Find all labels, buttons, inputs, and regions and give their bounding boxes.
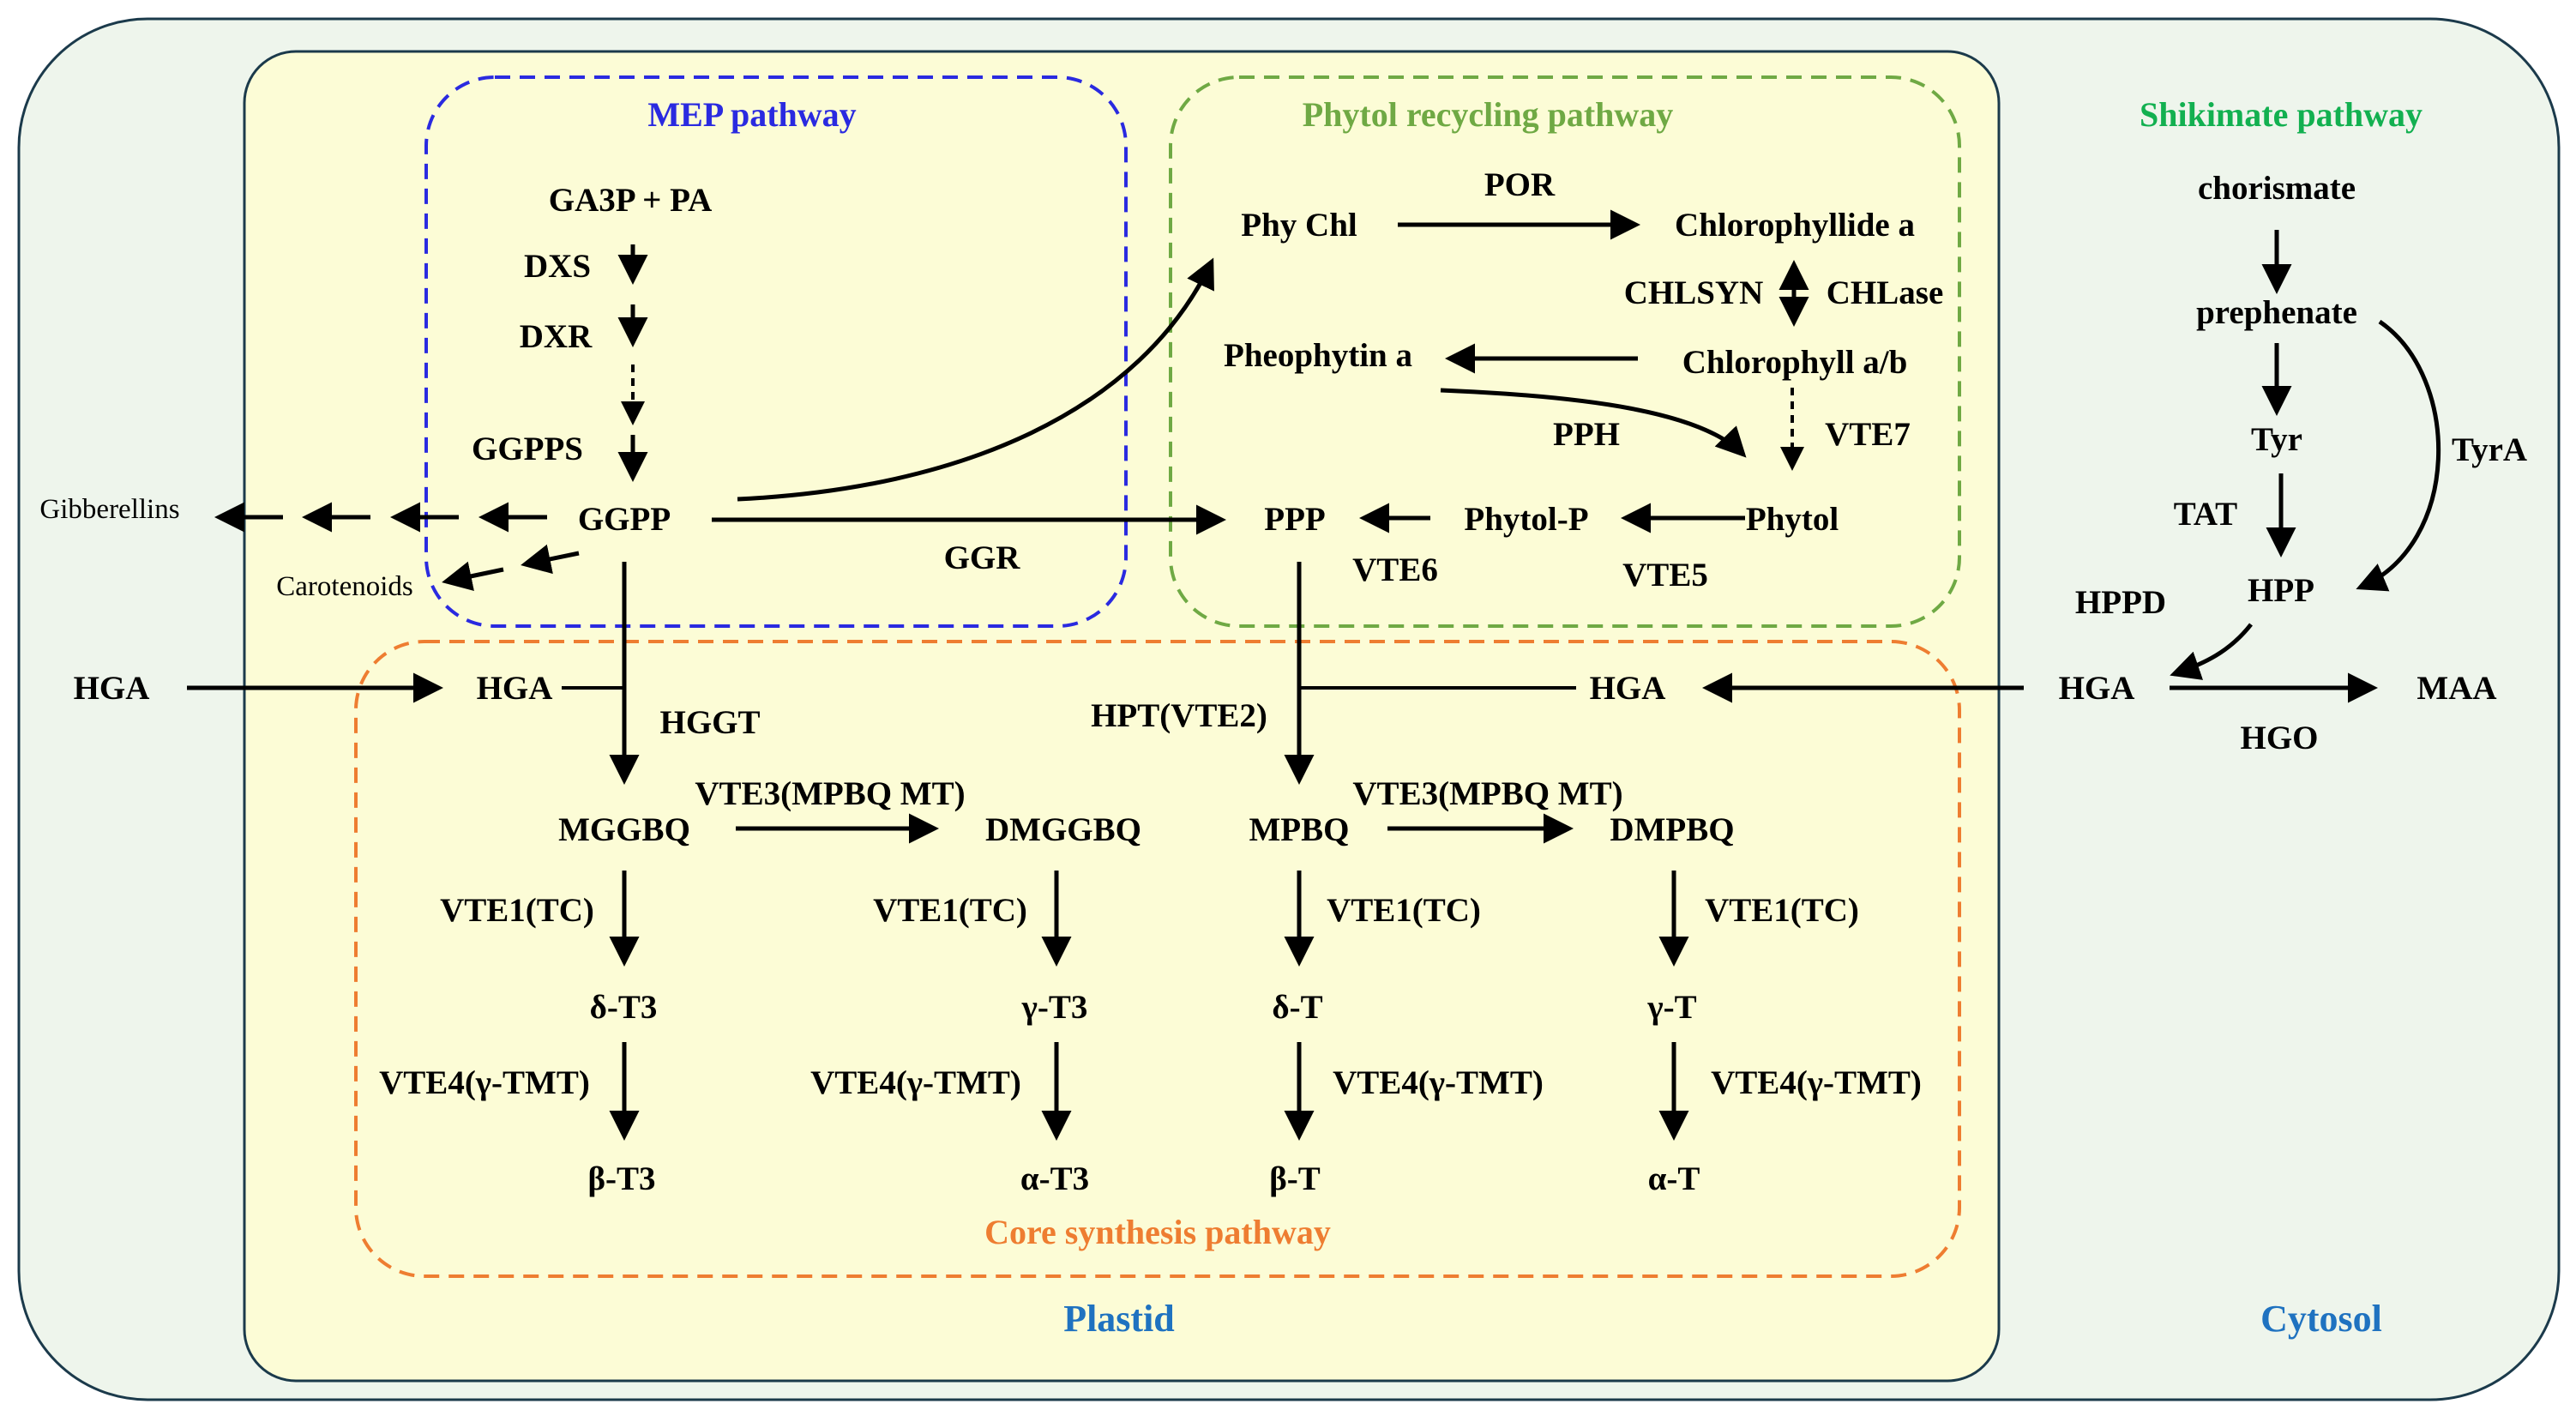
arrow-pheo-phytol xyxy=(1440,388,1747,458)
enzyme-vte6: VTE6 xyxy=(1352,551,1438,588)
arrow-hpp-hga xyxy=(2170,623,2253,680)
enzyme-dxs: DXS xyxy=(524,248,591,285)
enzyme-vte5: VTE5 xyxy=(1622,557,1708,594)
cytosol-label: Cytosol xyxy=(2260,1298,2382,1340)
arrow-ggpp-phychl xyxy=(737,257,1214,502)
phytol-pathway-title: Phytol recycling pathway xyxy=(1303,95,1674,134)
enzyme-vte1-2: VTE1(TC) xyxy=(873,892,1027,929)
arrow-car-2 xyxy=(442,561,504,591)
enzyme-dxr: DXR xyxy=(520,318,593,355)
enzyme-por: POR xyxy=(1484,166,1556,203)
metabolite-delta-t3: δ-T3 xyxy=(590,989,658,1026)
metabolite-hpp: HPP xyxy=(2248,572,2314,609)
metabolite-phytol-p: Phytol-P xyxy=(1464,501,1588,538)
metabolite-beta-t: β-T xyxy=(1269,1160,1321,1197)
metabolite-hga-plastid-right: HGA xyxy=(1590,670,1666,707)
metabolite-maa: MAA xyxy=(2417,670,2496,707)
metabolite-dmggbq: DMGGBQ xyxy=(985,811,1141,848)
enzyme-vte4-1: VTE4(γ-TMT) xyxy=(379,1064,590,1101)
enzyme-vte1-3: VTE1(TC) xyxy=(1327,892,1481,929)
metabolite-tyr: Tyr xyxy=(2251,421,2302,458)
metabolite-chlorophyll-ab: Chlorophyll a/b xyxy=(1682,344,1908,381)
metabolite-prephenate: prephenate xyxy=(2196,294,2357,331)
enzyme-vte3-left: VTE3(MPBQ MT) xyxy=(695,775,965,812)
enzyme-vte1-1: VTE1(TC) xyxy=(440,892,594,929)
metabolite-mpbq: MPBQ xyxy=(1249,811,1350,848)
metabolite-gamma-t3: γ-T3 xyxy=(1021,989,1088,1026)
metabolite-alpha-t: α-T xyxy=(1648,1160,1700,1197)
metabolite-gamma-t: γ-T xyxy=(1646,989,1696,1026)
plastid-boundary xyxy=(243,50,2001,1383)
metabolite-phy-chl: Phy Chl xyxy=(1241,207,1357,244)
metabolite-mggbq: MGGBQ xyxy=(558,811,690,848)
metabolite-chorismate: chorismate xyxy=(2198,170,2356,207)
metabolite-alpha-t3: α-T3 xyxy=(1020,1160,1089,1197)
shikimate-pathway-title: Shikimate pathway xyxy=(2140,95,2423,134)
metabolite-hga-outer: HGA xyxy=(74,670,150,707)
enzyme-chlsyn: CHLSYN xyxy=(1624,274,1764,311)
enzyme-vte1-4: VTE1(TC) xyxy=(1705,892,1859,929)
metabolite-beta-t3: β-T3 xyxy=(587,1160,655,1197)
metabolite-ga3p-pa: GA3P + PA xyxy=(549,182,713,219)
metabolite-pheophytin-a: Pheophytin a xyxy=(1224,337,1412,374)
metabolite-carotenoids: Carotenoids xyxy=(276,571,412,602)
enzyme-vte4-2: VTE4(γ-TMT) xyxy=(810,1064,1021,1101)
enzyme-chlase: CHLase xyxy=(1827,274,1944,311)
enzyme-vte4-3: VTE4(γ-TMT) xyxy=(1333,1064,1544,1101)
mep-pathway-title: MEP pathway xyxy=(647,95,856,134)
enzyme-hppd: HPPD xyxy=(2075,584,2166,621)
enzyme-vte7: VTE7 xyxy=(1825,416,1911,453)
metabolite-delta-t: δ-T xyxy=(1272,989,1322,1026)
metabolite-hga-plastid-left: HGA xyxy=(477,670,553,707)
metabolite-chlorophyllide-a: Chlorophyllide a xyxy=(1675,207,1915,244)
enzyme-tat: TAT xyxy=(2174,496,2237,533)
enzyme-pph: PPH xyxy=(1553,416,1620,453)
enzyme-ggr: GGR xyxy=(944,539,1021,576)
metabolite-gibberellins: Gibberellins xyxy=(39,494,179,525)
enzyme-vte3-right: VTE3(MPBQ MT) xyxy=(1352,775,1622,812)
plastid-label: Plastid xyxy=(1063,1298,1175,1340)
metabolite-dmpbq: DMPBQ xyxy=(1610,811,1734,848)
arrow-car-1 xyxy=(521,544,580,575)
metabolite-hga-cytosol: HGA xyxy=(2059,670,2135,707)
enzyme-hgo: HGO xyxy=(2240,720,2318,756)
phytol-recycling-box xyxy=(1169,75,1961,628)
metabolite-phytol: Phytol xyxy=(1746,501,1839,538)
core-pathway-title: Core synthesis pathway xyxy=(984,1213,1331,1251)
core-synthesis-box xyxy=(354,640,1961,1278)
enzyme-hpt-vte2: HPT(VTE2) xyxy=(1091,697,1267,734)
metabolite-ggpp: GGPP xyxy=(578,501,671,538)
enzyme-tyra: TyrA xyxy=(2452,431,2527,468)
arrow-prephenate-hpp xyxy=(2356,319,2441,592)
enzyme-hggt: HGGT xyxy=(659,704,760,741)
enzyme-vte4-4: VTE4(γ-TMT) xyxy=(1711,1064,1922,1101)
mep-pathway-box xyxy=(424,75,1128,628)
enzyme-ggpps: GGPPS xyxy=(472,431,583,467)
metabolite-ppp: PPP xyxy=(1264,501,1325,538)
